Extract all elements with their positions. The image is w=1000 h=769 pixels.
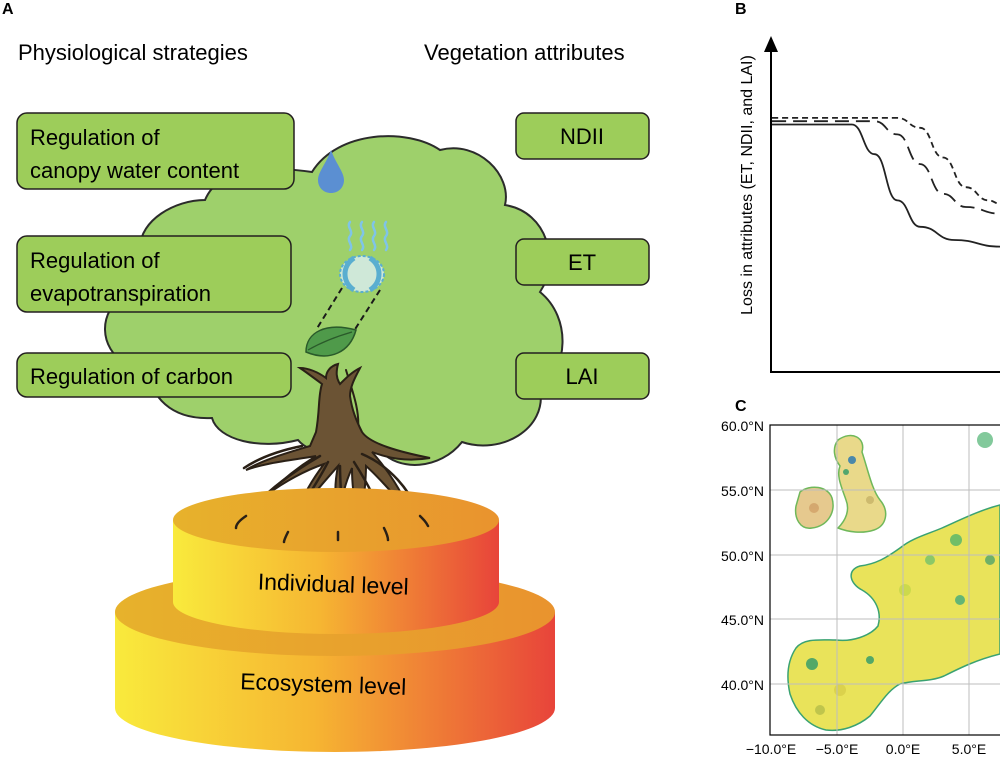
strategy-box-canopy-water [16, 112, 295, 190]
panel-c-letter: C [735, 398, 747, 415]
panel-b-letter: B [735, 1, 747, 18]
map-ytick-60: 60.0°N [721, 418, 764, 434]
strategy-canopy-water-line1: Regulation of [30, 125, 161, 150]
attribute-lai-label: LAI [565, 364, 598, 389]
map-frame [769, 424, 1000, 736]
zoom-lines [315, 287, 381, 335]
map-britain [833, 434, 887, 533]
water-drop-icon [318, 150, 344, 193]
attribute-box-ndii [515, 112, 650, 160]
map-ytick-40: 40.0°N [721, 677, 764, 693]
panel-b-ylabel: Loss in attributes (ET, NDII, and LAI) [739, 55, 756, 315]
panel-b-series-solid [772, 123, 1000, 248]
strategy-box-carbon [16, 352, 292, 398]
panel-a-letter: A [2, 1, 14, 18]
right-heading: Vegetation attributes [424, 40, 625, 65]
map-xtick-m10: −10.0°E [746, 741, 796, 757]
map-ytick-55: 55.0°N [721, 483, 764, 499]
strategy-box-evapotranspiration [16, 235, 292, 313]
map-texture [806, 432, 995, 715]
map-xtick-0: 0.0°E [886, 741, 920, 757]
map-ytick-50: 50.0°N [721, 548, 764, 564]
panel-b-series-long-dash [771, 120, 1000, 215]
strategy-evapotranspiration-line1: Regulation of [30, 248, 161, 273]
panel-b-series-group [771, 116, 1000, 248]
strategy-carbon-label: Regulation of carbon [30, 364, 233, 389]
attribute-ndii-label: NDII [560, 124, 604, 149]
panel-b-series-short-dash [772, 116, 1000, 205]
map-ytick-45: 45.0°N [721, 612, 764, 628]
panel-a: A Physiological strategies Vegetation at… [2, 1, 650, 752]
panel-b-y-arrow [764, 36, 778, 52]
attribute-box-lai [515, 352, 650, 400]
map-grid [770, 425, 1000, 735]
attribute-et-label: ET [568, 250, 596, 275]
attribute-box-et [515, 238, 650, 286]
vapor-icon [347, 220, 389, 252]
panel-b: B Loss in attributes (ET, NDII, and LAI) [735, 1, 1000, 373]
strategy-canopy-water-line2: canopy water content [30, 158, 239, 183]
left-heading: Physiological strategies [18, 40, 248, 65]
root-tips [234, 514, 430, 544]
stomata-icon [339, 255, 385, 293]
map-xtick-5: 5.0°E [952, 741, 986, 757]
panel-c: C [721, 398, 1000, 757]
individual-level-cylinder [173, 488, 499, 634]
leaf-icon [305, 326, 357, 357]
individual-level-label: Individual level [257, 568, 409, 599]
ecosystem-level-label: Ecosystem level [240, 668, 407, 700]
strategy-evapotranspiration-line2: evapotranspiration [30, 281, 211, 306]
map [770, 425, 1000, 735]
map-xtick-m5: −5.0°E [816, 741, 859, 757]
